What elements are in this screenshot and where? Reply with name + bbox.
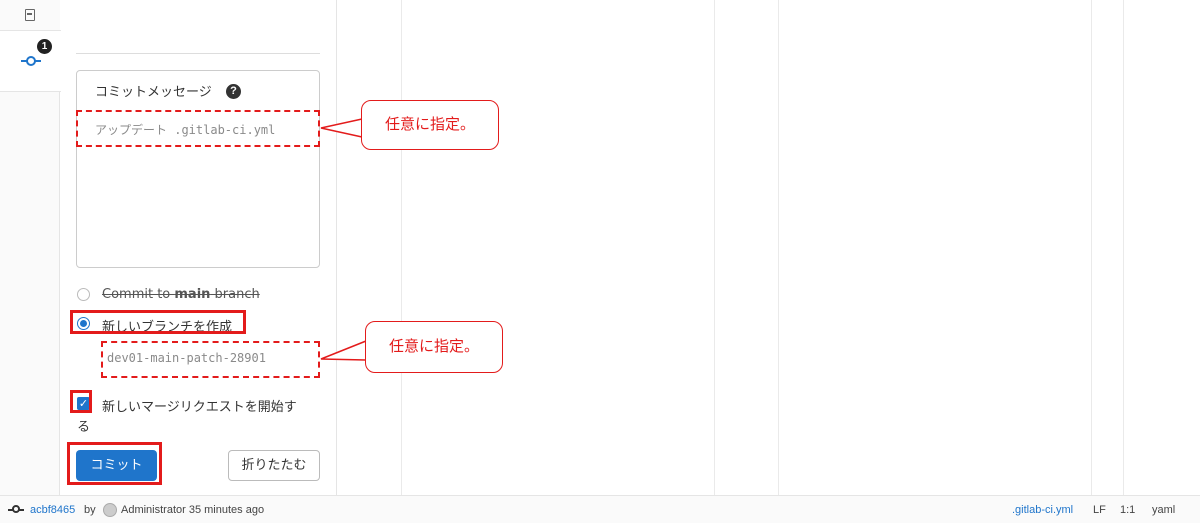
start-merge-request-checkbox[interactable]: ✓ xyxy=(77,397,90,410)
commit-icon xyxy=(8,505,24,513)
editor-area xyxy=(337,0,1200,495)
editor-pane-modified xyxy=(779,0,1091,495)
activity-bar: 1 xyxy=(0,0,61,495)
annotation-new-branch-highlight xyxy=(70,310,246,334)
status-language: yaml xyxy=(1152,504,1176,516)
commit-icon xyxy=(20,56,41,66)
help-icon[interactable]: ? xyxy=(226,84,241,99)
commit-to-main-label: Commit to main branch xyxy=(102,287,260,302)
commit-message-label: コミットメッセージ xyxy=(95,85,212,100)
panel-divider xyxy=(76,53,320,54)
annotation-commit-button-highlight xyxy=(67,442,162,485)
status-author-time: Administrator 35 minutes ago xyxy=(121,504,265,516)
annotation-branch-name-highlight xyxy=(101,341,320,378)
commit-count-badge: 1 xyxy=(37,39,52,54)
status-line-ending: LF xyxy=(1093,504,1106,516)
editor-minimap xyxy=(1091,0,1123,495)
editor-gutter-middle xyxy=(714,0,779,495)
commit-button[interactable]: コミット xyxy=(76,450,157,481)
commit-message-input[interactable]: アップデート .gitlab-ci.yml xyxy=(95,123,276,137)
editor-pane-original xyxy=(402,0,714,495)
status-commit-sha[interactable]: acbf8465 xyxy=(30,504,76,516)
commit-to-main-radio[interactable] xyxy=(77,288,90,301)
start-merge-request-label-line2: る xyxy=(77,420,91,435)
start-merge-request-label-line1: 新しいマージリクエストを開始す xyxy=(102,400,297,415)
commit-panel: コミットメッセージ ? アップデート .gitlab-ci.yml Commit… xyxy=(61,0,337,495)
status-cursor-position: 1:1 xyxy=(1120,504,1136,516)
new-branch-radio[interactable] xyxy=(77,317,90,330)
activity-commit-tab[interactable]: 1 xyxy=(0,30,61,92)
commit-to-main-prefix: Commit to xyxy=(102,287,175,302)
avatar xyxy=(103,503,117,517)
callout-branch-name: 任意に指定。 xyxy=(365,321,503,373)
annotation-checkbox-highlight xyxy=(70,390,92,413)
status-bar: acbf8465 by Administrator 35 minutes ago… xyxy=(0,495,1200,523)
collapse-button[interactable]: 折りたたむ xyxy=(228,450,320,481)
commit-message-box[interactable]: コミットメッセージ ? アップデート .gitlab-ci.yml xyxy=(76,70,320,268)
commit-to-main-suffix: branch xyxy=(210,287,260,302)
activity-files-tab[interactable] xyxy=(0,0,60,30)
status-by: by xyxy=(84,504,96,516)
editor-gutter-left xyxy=(337,0,402,495)
status-file-name[interactable]: .gitlab-ci.yml xyxy=(1012,504,1074,516)
annotation-message-highlight xyxy=(76,110,320,147)
document-icon xyxy=(25,9,35,21)
callout-message: 任意に指定。 xyxy=(361,100,499,150)
editor-scrollbar[interactable] xyxy=(1123,0,1126,495)
commit-to-main-branch: main xyxy=(174,287,211,302)
